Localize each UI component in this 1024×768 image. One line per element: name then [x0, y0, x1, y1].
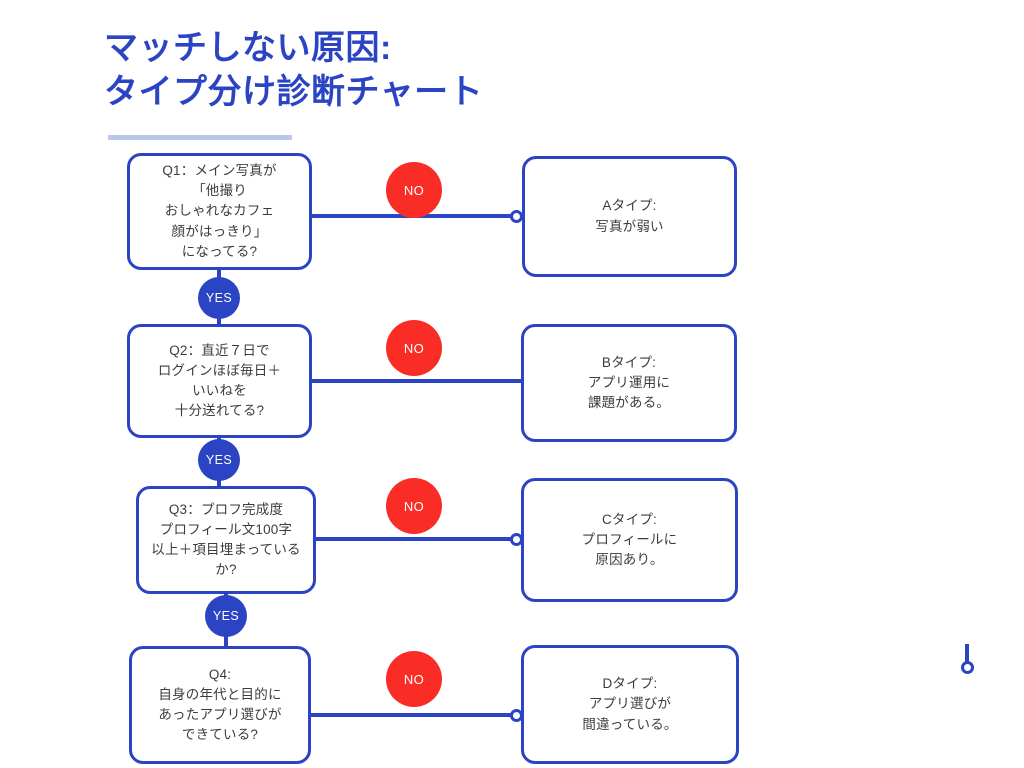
result-node-a-text: Aタイプ: 写真が弱い: [595, 198, 664, 234]
edge-label-yes-q2: YES: [198, 439, 240, 481]
stray-connector-ring: [961, 661, 974, 674]
edge-q2-to-b-line: [310, 379, 525, 383]
edge-label-no-q4: NO: [386, 651, 442, 707]
question-node-q4-text: Q4: 自身の年代と目的に あったアプリ選びが できている?: [158, 666, 282, 743]
edge-q4-to-d-line: [309, 713, 518, 717]
edge-label-no-q2: NO: [386, 320, 442, 376]
question-node-q2[interactable]: Q2：直近７日で ログインほぼ毎日＋ いいねを 十分送れてる?: [127, 324, 312, 438]
result-node-c[interactable]: Cタイプ: プロフィールに 原因あり。: [521, 478, 738, 602]
result-node-b[interactable]: Bタイプ: アプリ運用に 課題がある。: [521, 324, 737, 442]
question-node-q4[interactable]: Q4: 自身の年代と目的に あったアプリ選びが できている?: [129, 646, 311, 764]
result-node-c-text: Cタイプ: プロフィールに 原因あり。: [581, 511, 678, 568]
question-node-q1-text: Q1：メイン写真が 「他撮り おしゃれなカフェ 顔がはっきり」 になってる?: [162, 162, 277, 259]
question-node-q3[interactable]: Q3：プロフ完成度 プロフィール文100字 以上＋項目埋まっている か?: [136, 486, 316, 594]
page-title: マッチしない原因: タイプ分け診断チャート: [104, 29, 484, 112]
question-node-q1[interactable]: Q1：メイン写真が 「他撮り おしゃれなカフェ 顔がはっきり」 になってる?: [127, 153, 312, 270]
question-node-q2-text: Q2：直近７日で ログインほぼ毎日＋ いいねを 十分送れてる?: [157, 342, 282, 419]
stray-connector-stem: [965, 644, 969, 666]
edge-q3-to-c-line: [314, 537, 518, 541]
edge-label-no-q3: NO: [386, 478, 442, 534]
edge-q4-to-d-endpoint-ring: [510, 709, 523, 722]
result-node-d-text: Dタイプ: アプリ選びが 間違っている。: [582, 676, 678, 732]
result-node-b-text: Bタイプ: アプリ運用に 課題がある。: [587, 354, 671, 411]
edge-label-yes-q1: YES: [198, 277, 240, 319]
edge-q1-to-a-endpoint-ring: [510, 210, 523, 223]
question-node-q3-text: Q3：プロフ完成度 プロフィール文100字 以上＋項目埋まっている か?: [151, 501, 301, 578]
result-node-d[interactable]: Dタイプ: アプリ選びが 間違っている。: [521, 645, 739, 764]
edge-label-no-q1: NO: [386, 162, 442, 218]
edge-label-yes-q3: YES: [205, 595, 247, 637]
edge-q3-to-c-endpoint-ring: [510, 533, 523, 546]
title-underline-rule: [108, 135, 292, 140]
result-node-a[interactable]: Aタイプ: 写真が弱い: [522, 156, 737, 277]
